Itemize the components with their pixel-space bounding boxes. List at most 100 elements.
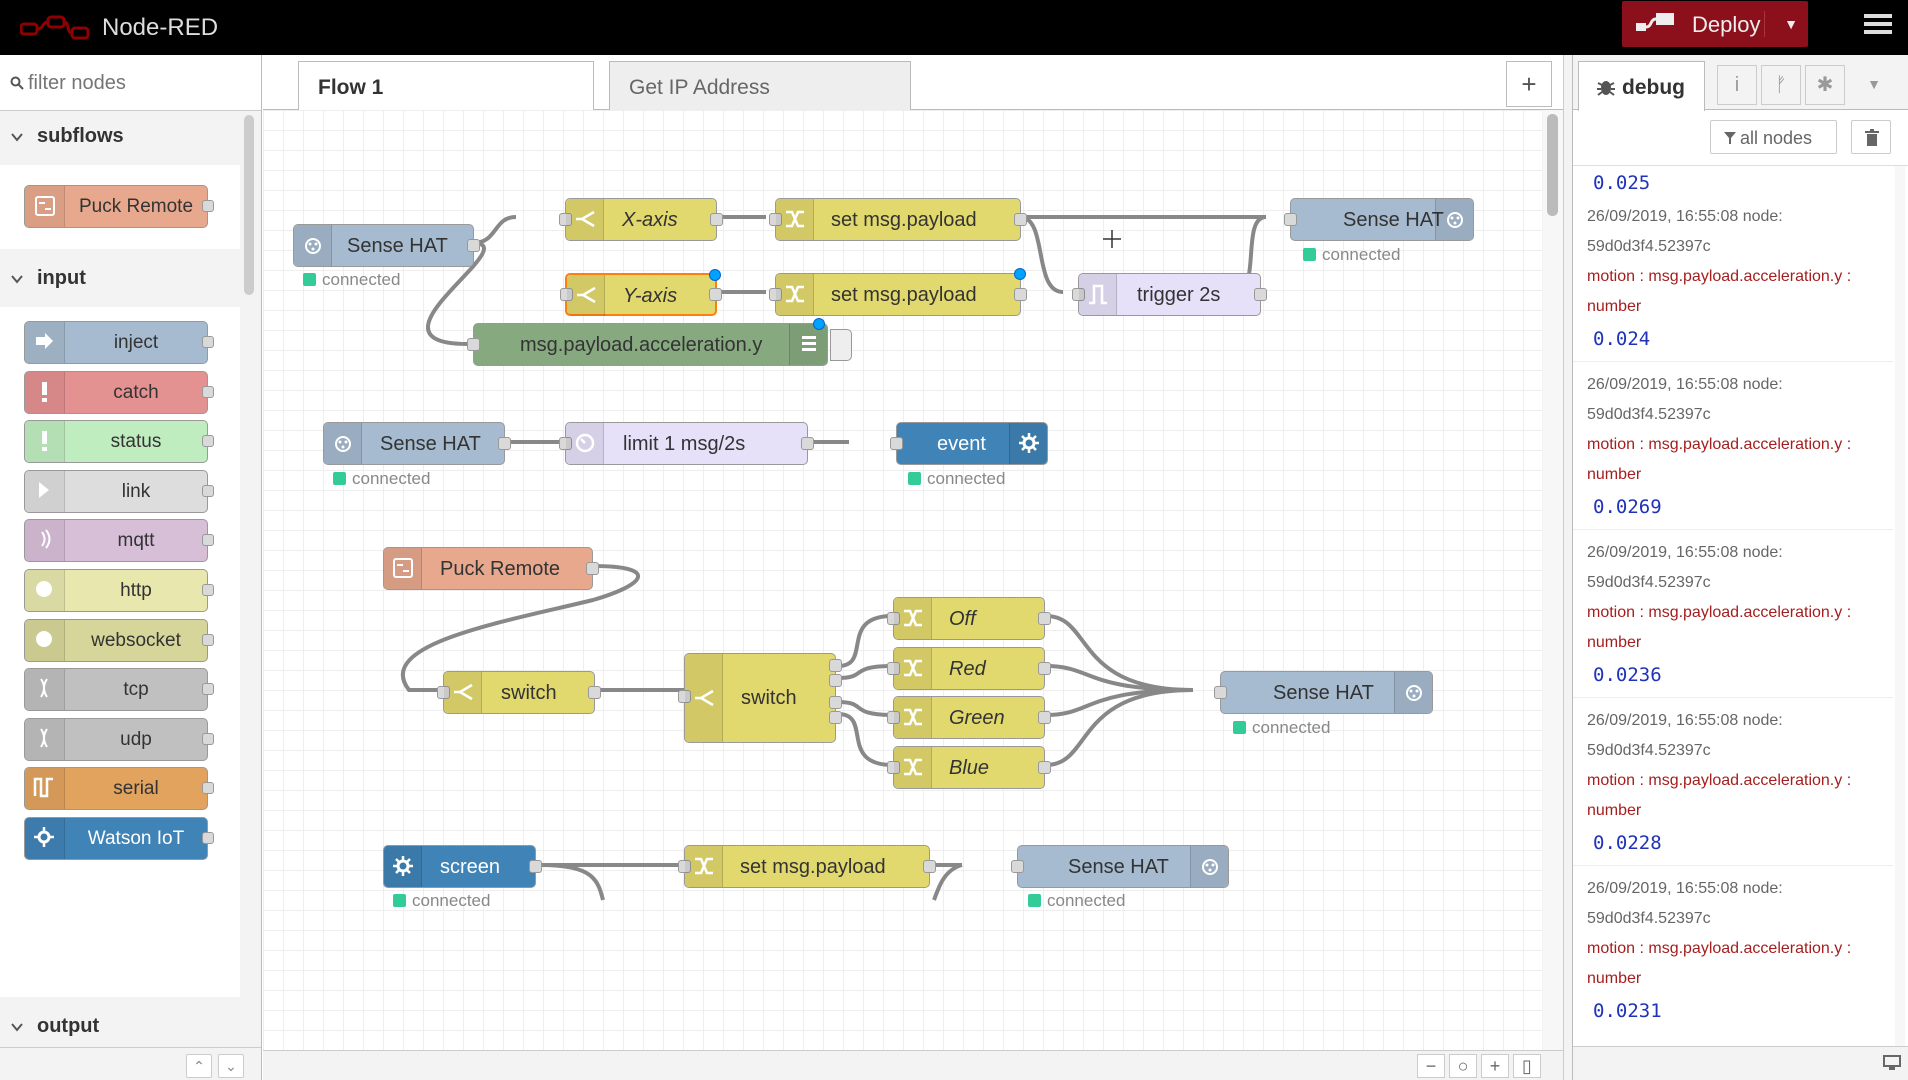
sidebar-separator[interactable] [1563,55,1572,1080]
input-port[interactable] [437,686,450,699]
palette-scrollbar[interactable] [244,115,254,295]
output-port[interactable] [829,696,842,709]
output-port[interactable] [829,711,842,724]
input-port[interactable] [678,860,691,873]
palette-node-serial[interactable]: serial [24,767,214,811]
output-port[interactable] [1254,288,1267,301]
flow-node-screen[interactable]: screen [383,845,542,888]
flow-node-set-msg-payload-2[interactable]: set msg.payload [769,268,1027,316]
flow-node-off[interactable]: Off [887,597,1051,640]
flow-node-trigger[interactable]: trigger 2s [1072,273,1267,316]
zoom-out-button[interactable]: − [1417,1054,1445,1078]
clear-debug-button[interactable] [1851,120,1891,154]
flow-node-x-axis[interactable]: X-axis [559,198,723,241]
palette-node-tcp[interactable]: tcp [24,668,214,712]
input-port[interactable] [1284,213,1297,226]
flow-node-sense-hat-out-2[interactable]: Sense HAT [1214,671,1433,714]
input-port[interactable] [1214,686,1227,699]
input-port[interactable] [887,662,900,675]
hamburger-menu-button[interactable] [1864,12,1892,41]
flow-node-green[interactable]: Green [887,696,1051,739]
flow-node-set-msg-payload-1[interactable]: set msg.payload [769,198,1027,241]
palette-node-watson-iot[interactable]: Watson IoT [24,817,214,860]
input-port[interactable] [559,213,572,226]
output-port[interactable] [1038,662,1051,675]
debug-value[interactable]: 0.0236 [1593,664,1662,686]
flow-node-sense-hat-out-1[interactable]: Sense HAT [1284,198,1474,241]
flow-node-y-axis[interactable]: Y-axis [560,269,722,316]
zoom-in-button[interactable]: + [1481,1054,1509,1078]
flow-node-red[interactable]: Red [887,647,1051,690]
expand-all-button[interactable]: ⌄ [218,1054,244,1078]
input-port[interactable] [769,288,782,301]
category-output-header[interactable]: output [0,1001,240,1055]
filter-all-nodes-button[interactable]: all nodes [1710,120,1837,154]
flow-node-event[interactable]: event [890,422,1048,465]
add-flow-button[interactable]: + [1506,61,1552,107]
palette-node-udp[interactable]: udp [24,717,214,761]
palette-node-link[interactable]: link [24,469,214,513]
debug-value[interactable]: 0.025 [1593,172,1651,194]
output-port[interactable] [801,437,814,450]
flow-canvas[interactable]: Sense HAT connected X-axis Y-axis se [263,110,1542,1050]
deploy-button[interactable]: Deploy ▼ [1622,1,1808,47]
flow-node-limit[interactable]: limit 1 msg/2s [559,422,814,465]
tab-debug[interactable]: debug [1578,61,1705,111]
output-port[interactable] [586,562,599,575]
deploy-caret-icon[interactable]: ▼ [1764,11,1798,37]
category-subflows-header[interactable]: subflows [0,111,240,165]
collapse-all-button[interactable]: ⌃ [186,1054,212,1078]
input-port[interactable] [467,338,480,351]
info-tab[interactable]: i [1717,65,1757,105]
output-port[interactable] [1014,288,1027,301]
flow-node-sense-hat-out-3[interactable]: Sense HAT [1011,845,1229,888]
input-port[interactable] [560,288,573,301]
palette-node-puck-remote[interactable]: Puck Remote [24,185,214,228]
monitor-icon[interactable] [1883,1055,1901,1076]
palette-node-http[interactable]: http [24,569,214,612]
flow-node-blue[interactable]: Blue [887,746,1051,789]
output-port[interactable] [709,288,722,301]
navigator-button[interactable]: ▯ [1513,1054,1541,1078]
debug-config-tab[interactable]: ✱ [1805,65,1845,105]
input-port[interactable] [887,612,900,625]
input-port[interactable] [890,437,903,450]
input-port[interactable] [887,711,900,724]
output-port[interactable] [829,674,842,687]
output-port[interactable] [498,437,511,450]
sidebar-menu-dropdown[interactable]: ▼ [1857,65,1891,105]
output-port[interactable] [923,860,936,873]
input-port[interactable] [769,213,782,226]
output-port[interactable] [1014,213,1027,226]
output-port[interactable] [829,659,842,672]
output-port[interactable] [588,686,601,699]
input-port[interactable] [1072,288,1085,301]
category-input-header[interactable]: input [0,253,240,307]
git-tab[interactable]: ᚠ [1761,65,1801,105]
flow-node-debug[interactable]: msg.payload.acceleration.y [467,318,828,366]
debug-value[interactable]: 0.0269 [1593,496,1662,518]
palette-node-inject[interactable]: inject [24,321,214,364]
palette-node-status[interactable]: status [24,420,214,464]
flow-node-sense-hat-in-2[interactable]: Sense HAT [323,422,511,465]
input-port[interactable] [678,690,691,703]
palette-node-catch[interactable]: catch [24,370,214,414]
tab-flow-1[interactable]: Flow 1 [298,61,594,111]
output-port[interactable] [1038,761,1051,774]
filter-nodes-input[interactable] [28,69,248,97]
flow-node-sense-hat-in[interactable]: Sense HAT [293,224,480,267]
palette-node-mqtt[interactable]: mqtt [24,519,214,563]
debug-value[interactable]: 0.0231 [1593,1000,1662,1022]
output-port[interactable] [710,213,723,226]
output-port[interactable] [1038,612,1051,625]
canvas-vertical-scrollbar[interactable] [1543,110,1563,1050]
output-port[interactable] [467,239,480,252]
output-port[interactable] [1038,711,1051,724]
debug-value[interactable]: 0.024 [1593,328,1651,350]
sidebar-scrollbar[interactable] [1895,166,1905,1046]
flow-node-puck-remote[interactable]: Puck Remote [383,547,599,590]
flow-node-switch-2[interactable]: switch [678,653,842,743]
input-port[interactable] [887,761,900,774]
input-port[interactable] [559,437,572,450]
input-port[interactable] [1011,860,1024,873]
